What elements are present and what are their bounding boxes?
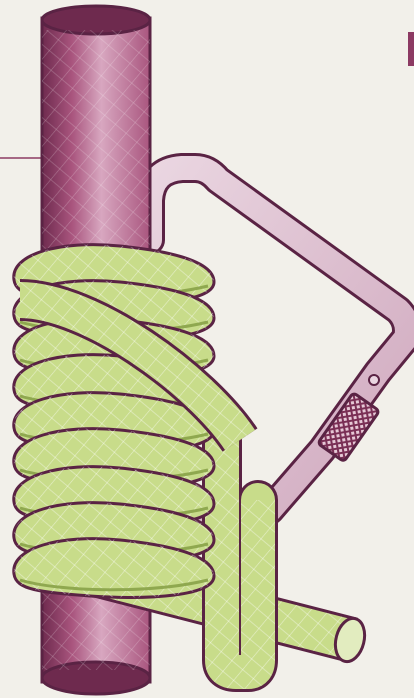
- pole-top-cut: [42, 6, 150, 34]
- carabiner-hinge-pin: [369, 375, 379, 385]
- edge-mark-top-right: [408, 32, 414, 66]
- rope-loop: [222, 440, 258, 672]
